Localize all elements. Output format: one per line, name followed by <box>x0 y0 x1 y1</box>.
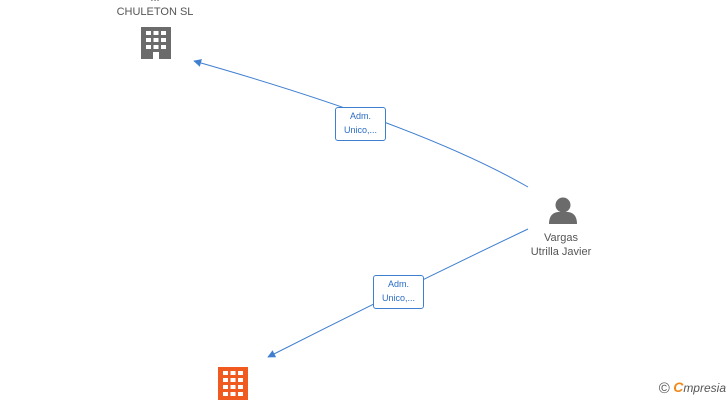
brand-footer: © Cmpresia <box>659 379 726 397</box>
edge-label-top[interactable]: Adm. Unico,... <box>335 107 386 141</box>
edge-label-line1: Adm. <box>349 111 371 121</box>
edge-label-bottom[interactable]: Adm. Unico,... <box>373 275 424 309</box>
person-label-line2: Utrilla Javier <box>530 246 592 258</box>
person-label-line1: Vargas <box>543 232 579 244</box>
brand-logo-text: mpresia <box>683 381 726 395</box>
edge-label-line2: Unico,... <box>343 125 377 135</box>
person-label[interactable]: Vargas Utrilla Javier <box>510 231 612 259</box>
company-label[interactable]: CHULETON SL <box>116 6 194 18</box>
edge-label-line2: Unico,... <box>381 293 415 303</box>
building-icon[interactable] <box>141 27 171 59</box>
person-icon[interactable] <box>549 197 577 225</box>
brand-logo-letter: C <box>673 379 684 395</box>
edge-person-to-top-company <box>193 59 529 188</box>
company-label-partial: ... <box>125 0 185 5</box>
copyright-icon: © <box>658 380 670 397</box>
building-icon[interactable] <box>218 367 248 400</box>
edge-label-line1: Adm. <box>387 279 409 289</box>
